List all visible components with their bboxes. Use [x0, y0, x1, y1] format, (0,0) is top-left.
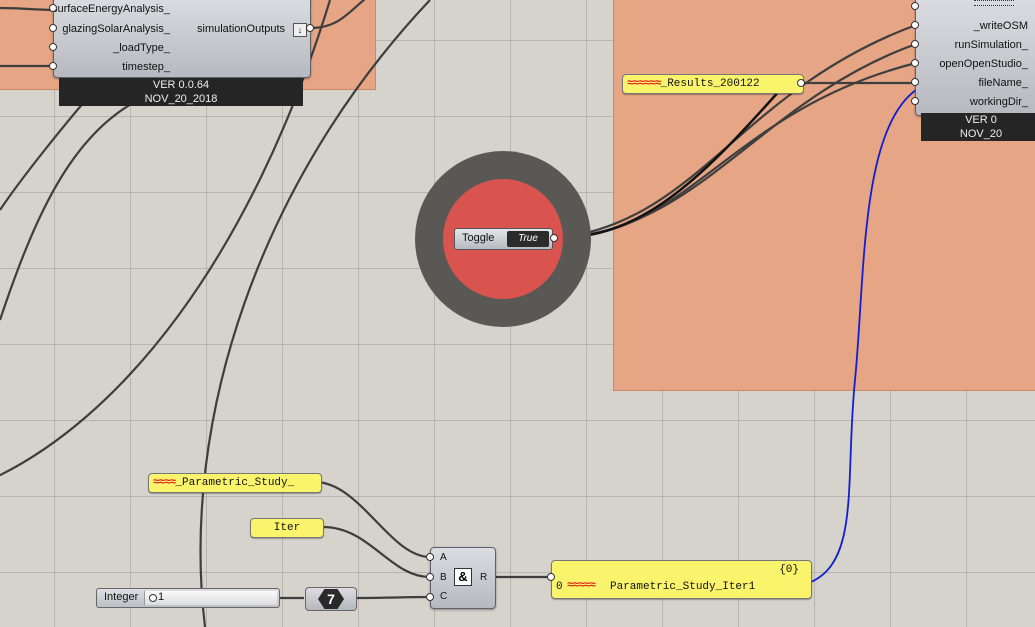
- output-panel[interactable]: {0} 0 ≈≈≈≈≈ Parametric_Study_Iter1: [551, 560, 812, 599]
- input-label: C: [440, 591, 448, 602]
- panel-item-index: 0: [556, 581, 563, 593]
- input-label: B: [440, 572, 447, 583]
- input-port[interactable]: [426, 553, 434, 561]
- input-port[interactable]: [911, 59, 919, 67]
- input-label-truncated: [974, 0, 1014, 6]
- slider-grip-icon[interactable]: [149, 594, 157, 602]
- output-label: R: [480, 572, 488, 583]
- redacted-scribble: ≈≈≈≈≈: [567, 580, 596, 592]
- input-port[interactable]: [426, 593, 434, 601]
- wire: [0, 88, 161, 321]
- version-bar: VER 0.0.64 NOV_20_2018: [59, 78, 303, 106]
- input-label: openOpenStudio_: [939, 58, 1028, 70]
- input-label: surfaceEnergyAnalysis_: [51, 3, 170, 15]
- iter-panel[interactable]: Iter: [250, 518, 324, 538]
- input-label: workingDir_: [969, 96, 1028, 108]
- input-label: fileName_: [978, 77, 1028, 89]
- input-port[interactable]: [547, 573, 555, 581]
- input-port[interactable]: [911, 2, 919, 10]
- input-port[interactable]: [911, 40, 919, 48]
- input-port[interactable]: [49, 43, 57, 51]
- output-port[interactable]: [306, 24, 314, 32]
- selected-wire: [810, 89, 917, 583]
- slider-track[interactable]: 1: [144, 591, 277, 605]
- output-port[interactable]: [797, 79, 805, 87]
- boolean-toggle[interactable]: Toggle True: [454, 228, 553, 250]
- input-label: runSimulation_: [954, 39, 1028, 51]
- output-port[interactable]: [550, 234, 558, 242]
- slider-value: 1: [158, 591, 165, 603]
- input-label: timestep_: [122, 61, 170, 73]
- input-port[interactable]: [426, 573, 434, 581]
- wire: [322, 525, 431, 579]
- study-name-panel[interactable]: ≈≈≈≈_Parametric_Study_: [148, 473, 322, 493]
- honeybee-component-left[interactable]: surfaceEnergyAnalysis_ glazingSolarAnaly…: [51, 0, 311, 78]
- wire: [0, 6, 56, 12]
- input-port[interactable]: [49, 62, 57, 70]
- number-hexagon: 7: [318, 589, 344, 609]
- slider-label: Integer: [104, 591, 139, 603]
- wire: [0, 94, 91, 211]
- input-label: A: [440, 552, 447, 563]
- toggle-label: Toggle: [462, 232, 495, 244]
- wire: [314, 480, 431, 559]
- input-port[interactable]: [911, 97, 919, 105]
- panel-path-header: {0}: [779, 564, 799, 576]
- wire: [310, 0, 366, 30]
- input-port[interactable]: [911, 21, 919, 29]
- number-param[interactable]: 7: [305, 587, 357, 611]
- wire: [559, 23, 917, 240]
- version-bar: VER 0 NOV_20: [921, 113, 1035, 141]
- concat-icon: &: [454, 568, 472, 586]
- output-expand-icon[interactable]: ↓: [293, 23, 307, 37]
- concatenate-component[interactable]: A B C & R: [430, 547, 496, 609]
- wire: [355, 595, 431, 600]
- panel-item-value: Parametric_Study_Iter1: [610, 581, 756, 593]
- wire: [199, 0, 431, 627]
- toggle-value[interactable]: True: [507, 231, 549, 247]
- honeybee-component-right[interactable]: _writeOSM runSimulation_ openOpenStudio_…: [915, 0, 1035, 116]
- input-label: _writeOSM: [973, 20, 1028, 32]
- input-label: _loadType_: [113, 42, 170, 54]
- integer-slider[interactable]: Integer 1: [96, 588, 280, 608]
- input-port[interactable]: [49, 4, 57, 12]
- redacted-scribble: ≈≈≈≈≈≈: [627, 78, 662, 90]
- input-port[interactable]: [911, 78, 919, 86]
- input-port[interactable]: [49, 24, 57, 32]
- filename-panel[interactable]: ≈≈≈≈≈≈_Results_200122: [622, 74, 804, 94]
- redacted-scribble: ≈≈≈≈: [153, 477, 176, 489]
- output-label: simulationOutputs: [197, 23, 286, 35]
- input-label: glazingSolarAnalysis_: [62, 23, 170, 35]
